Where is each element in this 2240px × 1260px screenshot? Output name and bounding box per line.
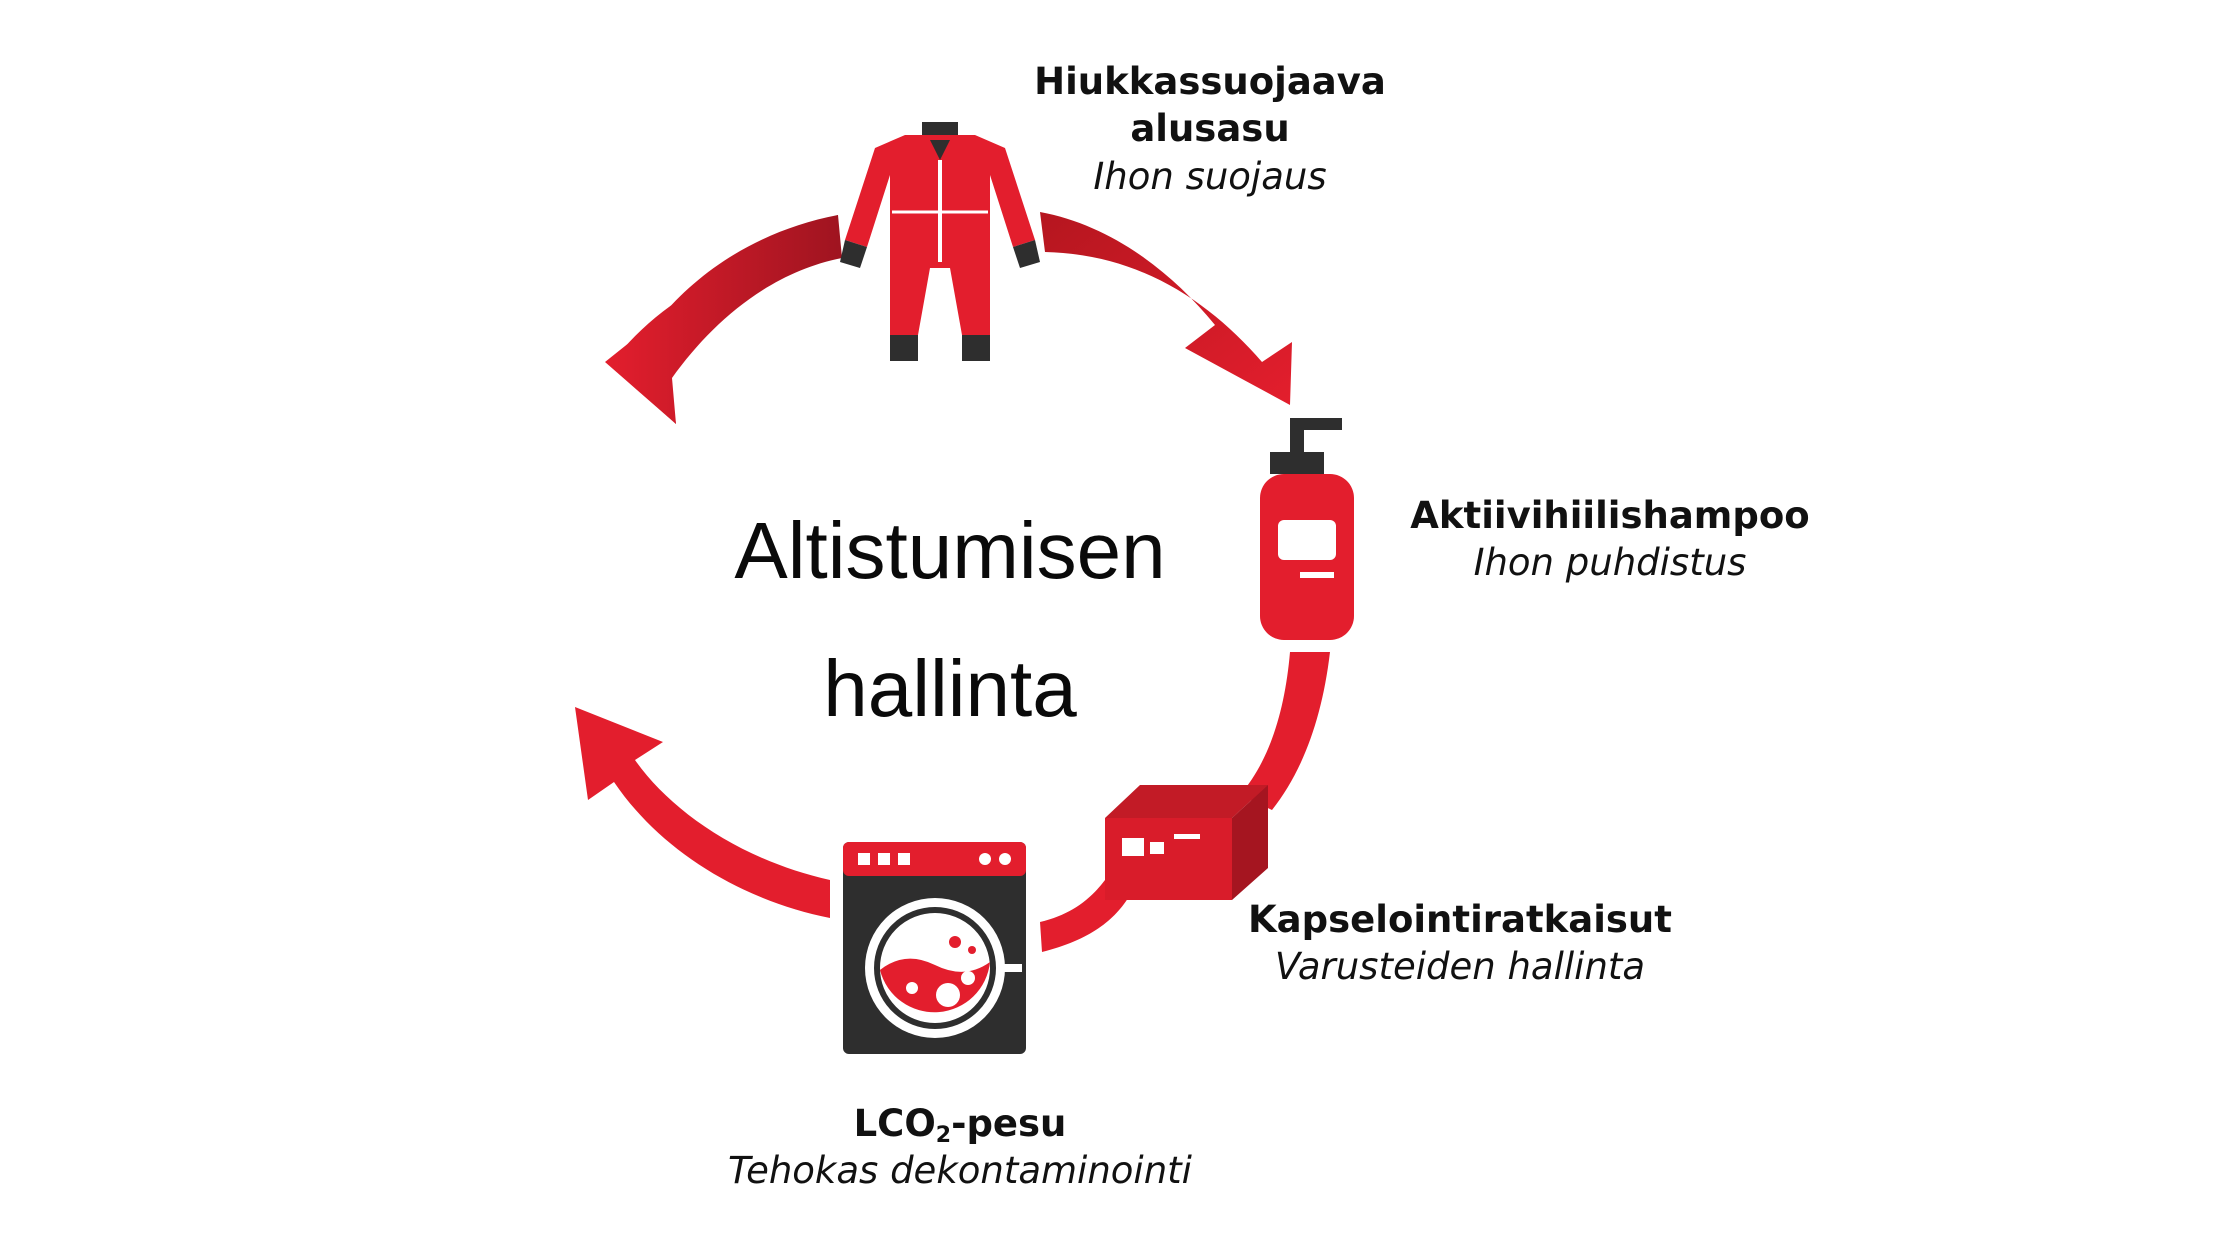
cycle-arrow-top-right bbox=[1040, 212, 1292, 405]
cycle-arrow-left bbox=[575, 707, 830, 918]
step-label-shampoo: Aktiivihiilishampoo Ihon puhdistus bbox=[1380, 492, 1840, 587]
cycle-arrow-top-left bbox=[605, 215, 842, 424]
storage-box-icon bbox=[1105, 785, 1268, 900]
washing-machine-icon bbox=[843, 842, 1026, 1054]
step-desc: Varusteiden hallinta bbox=[1274, 945, 1646, 989]
step-desc: Tehokas dekontaminointi bbox=[728, 1149, 1192, 1193]
step-name-line2: alusasu bbox=[1130, 107, 1290, 151]
step-label-washer: LCO2-pesu Tehokas dekontaminointi bbox=[700, 1100, 1220, 1195]
step-desc: Ihon puhdistus bbox=[1473, 541, 1747, 585]
center-title-line1: Altistumisen bbox=[734, 506, 1166, 595]
protective-suit-icon bbox=[840, 122, 1040, 361]
step-name: Aktiivihiilishampoo bbox=[1410, 494, 1810, 537]
cycle-arrow-right bbox=[1240, 652, 1330, 810]
step-label-box: Kapselointiratkaisut Varusteiden hallint… bbox=[1230, 896, 1690, 991]
step-name-line1: Hiukkassuojaava bbox=[1034, 60, 1386, 103]
step-label-suit: Hiukkassuojaava alusasu Ihon suojaus bbox=[980, 58, 1440, 200]
center-title-line2: hallinta bbox=[823, 644, 1077, 733]
center-title: Altistumisen hallinta bbox=[690, 482, 1210, 758]
step-desc: Ihon suojaus bbox=[1093, 154, 1327, 198]
shampoo-bottle-icon bbox=[1260, 418, 1354, 640]
step-name: Kapselointiratkaisut bbox=[1248, 898, 1672, 941]
step-name: LCO2-pesu bbox=[853, 1102, 1067, 1148]
